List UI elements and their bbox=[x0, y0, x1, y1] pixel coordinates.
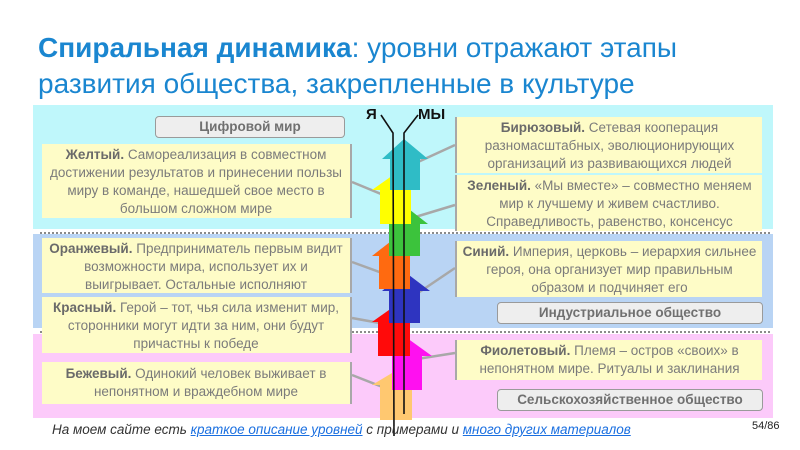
link-levels-description[interactable]: краткое описание уровней bbox=[190, 422, 363, 437]
footer-note: На моем сайте есть краткое описание уров… bbox=[52, 422, 631, 437]
level-name: Синий. bbox=[462, 244, 510, 259]
label-me: Я bbox=[366, 106, 377, 123]
level-text: «Мы вместе» – совместно меняем мир к луч… bbox=[486, 178, 752, 229]
level-name: Бирюзовый. bbox=[500, 120, 586, 135]
level-text: Самореализация в совместном достижении р… bbox=[50, 147, 342, 216]
footer-middle: с примерами и bbox=[362, 422, 463, 437]
label-agricultural-society: Сельскохозяйственное общество bbox=[497, 389, 763, 411]
level-text: Герой – тот, чья сила изменит мир, сторо… bbox=[67, 300, 339, 351]
level-card-yellow: Желтый. Самореализация в совместном дост… bbox=[42, 144, 352, 218]
level-text: Империя, церковь – иерархия сильнее геро… bbox=[486, 244, 757, 295]
level-text: Предприниматель первым видит возможности… bbox=[84, 241, 343, 292]
slide-title: Спиральная динамика: уровни отражают эта… bbox=[38, 30, 778, 102]
divider-digital-industrial bbox=[40, 232, 770, 234]
label-industrial-society: Индустриальное общество bbox=[497, 302, 763, 324]
link-other-materials[interactable]: много других материалов bbox=[462, 422, 631, 437]
level-name: Желтый. bbox=[65, 147, 125, 162]
level-card-violet: Фиолетовый. Племя – остров «своих» в неп… bbox=[455, 340, 762, 380]
label-we: МЫ bbox=[418, 106, 446, 123]
level-name: Зеленый. bbox=[467, 178, 531, 193]
level-card-turquoise: Бирюзовый. Сетевая кооперация разномасшт… bbox=[455, 117, 762, 173]
title-rest: : уровни отражают этапы развития обществ… bbox=[38, 32, 678, 99]
level-card-beige: Бежевый. Одинокий человек выживает в неп… bbox=[42, 362, 352, 404]
level-name: Бежевый. bbox=[65, 366, 132, 381]
level-name: Оранжевый. bbox=[49, 241, 133, 256]
level-text: Сетевая кооперация разномасштабных, эвол… bbox=[484, 120, 735, 171]
level-card-orange: Оранжевый. Предприниматель первым видит … bbox=[42, 238, 352, 293]
level-name: Фиолетовый. bbox=[480, 343, 571, 358]
level-card-red: Красный. Герой – тот, чья сила изменит м… bbox=[42, 297, 352, 353]
title-bold: Спиральная динамика bbox=[38, 32, 352, 63]
level-name: Красный. bbox=[52, 300, 117, 315]
page-number: 54/86 bbox=[752, 420, 780, 432]
footer-prefix: На моем сайте есть bbox=[52, 422, 191, 437]
label-digital-world: Цифровой мир bbox=[155, 116, 345, 138]
level-text: Одинокий человек выживает в непонятном и… bbox=[93, 366, 327, 399]
level-text: Племя – остров «своих» в непонятном мире… bbox=[479, 343, 740, 376]
level-card-blue: Синий. Империя, церковь – иерархия сильн… bbox=[455, 241, 762, 297]
level-card-green: Зеленый. «Мы вместе» – совместно меняем … bbox=[455, 175, 762, 231]
